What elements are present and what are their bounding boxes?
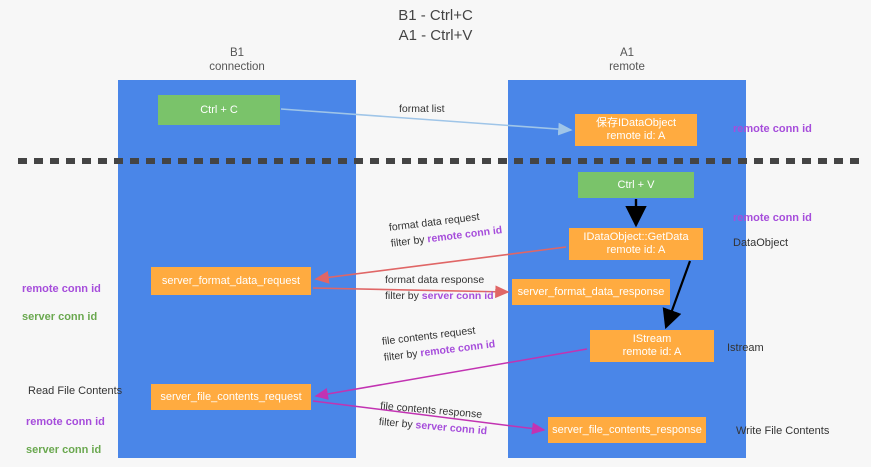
box-istream[interactable]: IStream remote id: A <box>590 330 714 362</box>
annotation-istream: Istream <box>727 342 764 354</box>
box-server-format-data-request[interactable]: server_format_data_request <box>151 267 311 295</box>
annotation-remote-conn-id-mid: remote conn id <box>733 212 812 224</box>
edge-label-line2: filter by server conn id <box>385 288 494 304</box>
edge-label-format-data-request: format data request filter by remote con… <box>388 206 503 251</box>
box-server-file-contents-response[interactable]: server_file_contents_response <box>548 417 706 443</box>
box-idataobject-getdata[interactable]: IDataObject::GetData remote id: A <box>569 228 703 260</box>
box-save-idataobject[interactable]: 保存IDataObject remote id: A <box>575 114 697 146</box>
edge-label-format-list: format list <box>399 103 445 115</box>
edge-label-file-contents-request: file contents request filter by remote c… <box>381 320 496 365</box>
annotation-server-conn-id-left-bottom: server conn id <box>26 444 102 456</box>
page-title: B1 - Ctrl+C A1 - Ctrl+V <box>398 7 473 44</box>
box-server-file-contents-request[interactable]: server_file_contents_request <box>151 384 311 410</box>
filter-prefix: filter by <box>390 233 429 250</box>
box-ctrl-v[interactable]: Ctrl + V <box>578 172 694 198</box>
annotation-conn-id-stack-bottom: remote conn id server conn id <box>26 401 105 467</box>
annotation-remote-conn-id-left-top: remote conn id <box>22 283 101 295</box>
annotation-server-conn-id-left-top: server conn id <box>22 311 98 323</box>
filter-key-server-conn-id: server conn id <box>415 419 488 438</box>
lane-heading-a1: A1 remote <box>609 47 645 73</box>
box-ctrl-c[interactable]: Ctrl + C <box>158 95 280 125</box>
edge-label-format-data-response: format data response filter by server co… <box>385 272 494 304</box>
annotation-read-file-contents: Read File Contents <box>28 385 123 397</box>
annotation-remote-conn-id-left-bottom: remote conn id <box>26 416 105 428</box>
filter-prefix: filter by <box>383 347 422 364</box>
annotation-write-file-contents: Write File Contents <box>736 425 830 437</box>
box-server-format-data-response[interactable]: server_format_data_response <box>512 279 670 305</box>
annotation-conn-id-stack-top: remote conn id server conn id <box>22 268 101 338</box>
filter-prefix: filter by <box>378 415 417 432</box>
filter-prefix: filter by <box>385 290 422 302</box>
edge-label-line1: format data response <box>385 274 485 286</box>
edge-label-file-contents-response: file contents response filter by server … <box>378 398 489 439</box>
lane-heading-b1: B1 connection <box>209 47 265 73</box>
annotation-remote-conn-id-top: remote conn id <box>733 123 812 135</box>
annotation-dataobject: DataObject <box>733 237 789 249</box>
filter-key-server-conn-id: server conn id <box>421 290 494 302</box>
